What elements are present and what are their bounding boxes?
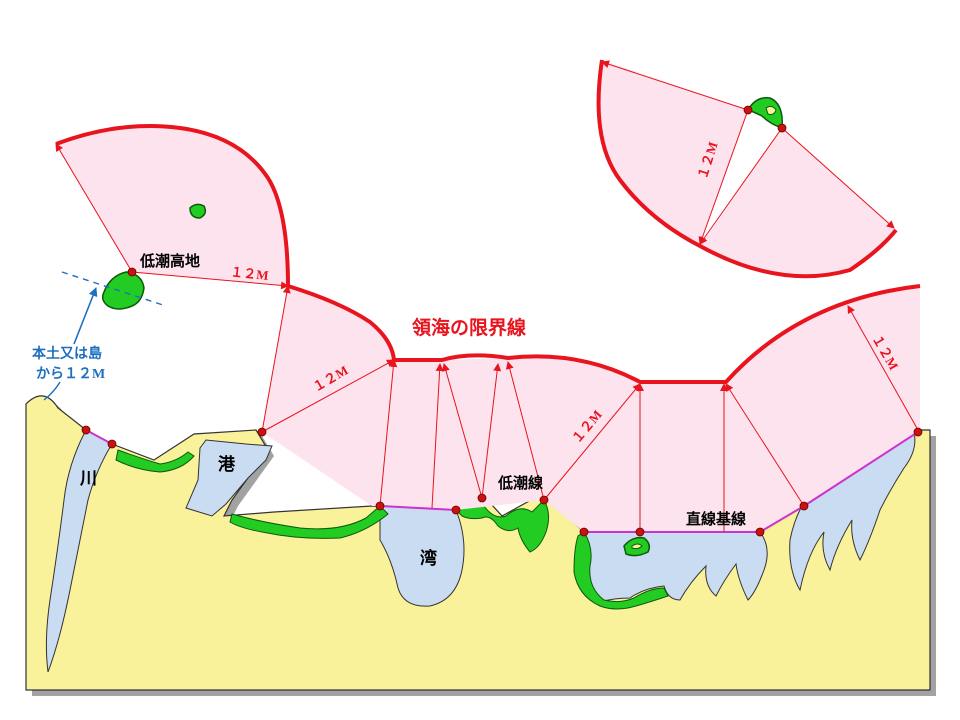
- distance-label-1: １２M: [230, 264, 270, 283]
- offshore-island-lake: [765, 105, 777, 115]
- low-tide-zones: [115, 449, 669, 610]
- note-leader: [43, 381, 61, 401]
- dashed-line: [61, 271, 167, 307]
- bay-label: 湾: [420, 548, 437, 569]
- small-island: [189, 203, 207, 219]
- harbor-water: [185, 439, 273, 517]
- note-arrow: [73, 287, 98, 345]
- coastal-water-east: [789, 431, 916, 592]
- straight-baselines: [85, 429, 919, 533]
- low-tide-elevation-island: [101, 271, 145, 310]
- near-shore-island-lake: [631, 543, 643, 550]
- low-tide-elevation-label: 低潮高地: [139, 252, 200, 270]
- harbor-label: 港: [218, 454, 236, 475]
- title-label: 領海の限界線: [412, 316, 526, 339]
- straight-baseline-label: 直線基線: [686, 510, 746, 528]
- note-line2: から１２M: [36, 366, 105, 382]
- distance-arrows: [55, 60, 919, 532]
- river-water: [45, 429, 113, 673]
- river-label: 川: [79, 469, 97, 489]
- territorial-sea-limit-line: [55, 124, 921, 384]
- offshore-island: [746, 97, 783, 130]
- note-line1: 本土又は島: [32, 345, 102, 362]
- low-tide-line-label: 低潮線: [497, 474, 543, 492]
- base-points: [81, 105, 923, 537]
- island-limit-line: [596, 59, 898, 279]
- bay-water: [379, 505, 465, 607]
